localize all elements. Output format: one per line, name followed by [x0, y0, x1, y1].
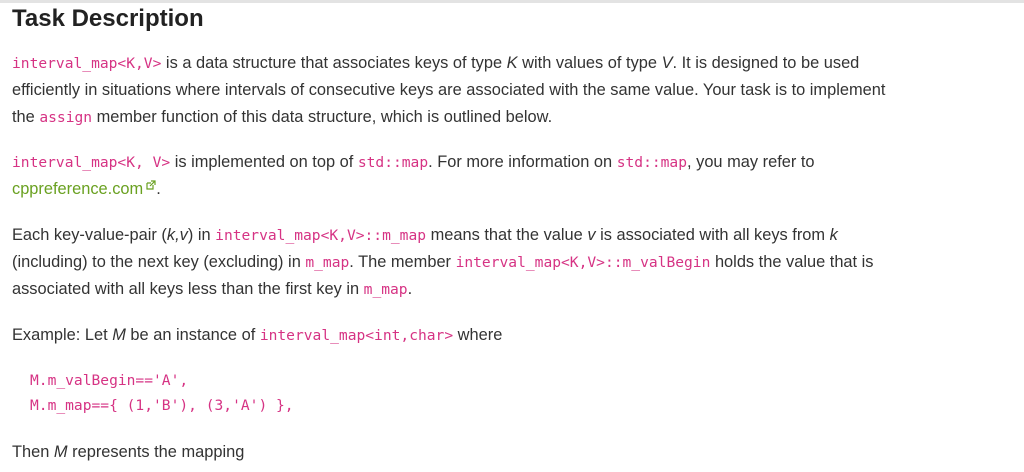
text: is associated with all keys from: [595, 226, 830, 244]
text: the: [12, 108, 40, 126]
text: .: [156, 180, 161, 198]
text: efficiently in situations where interval…: [12, 81, 886, 99]
paragraph-key-value: Each key-value-pair (k,v) in interval_ma…: [12, 222, 874, 303]
code-std-map: std::map: [357, 154, 429, 171]
text: . It is designed to be used: [672, 54, 860, 72]
code-line: M.m_map=={ (1,'B'), (3,'A') },: [30, 397, 294, 414]
task-description-section: Task Description interval_map<K,V> is a …: [12, 4, 1012, 461]
text: (including) to the next key (excluding) …: [12, 253, 306, 271]
cppreference-link[interactable]: cppreference.com: [12, 180, 156, 198]
text: represents the mapping: [67, 443, 245, 461]
type-v: V: [661, 54, 673, 72]
paragraph-std-map: interval_map<K, V> is implemented on top…: [12, 149, 815, 203]
v-italic: v: [587, 226, 596, 244]
code-m-map: m_map: [305, 254, 350, 271]
kv-italic: k,v: [166, 226, 188, 244]
code-instance-type: interval_map<int,char>: [259, 327, 454, 344]
text: ) in: [187, 226, 216, 244]
text: Example: Let: [12, 326, 113, 344]
example-code-block: M.m_valBegin=='A', M.m_map=={ (1,'B'), (3…: [30, 368, 294, 418]
external-link-icon: [146, 180, 156, 190]
paragraph-mapping: Then M represents the mapping: [12, 439, 244, 466]
top-divider: [0, 0, 1024, 3]
paragraph-intro: interval_map<K,V> is a data structure th…: [12, 50, 885, 131]
code-m-map-full: interval_map<K,V>::m_map: [215, 227, 427, 244]
text: means that the value: [426, 226, 588, 244]
code-std-map: std::map: [616, 154, 688, 171]
text: . The member: [349, 253, 456, 271]
code-line: M.m_valBegin=='A',: [30, 372, 189, 389]
paragraph-example: Example: Let M be an instance of interva…: [12, 322, 502, 349]
text: is a data structure that associates keys…: [161, 54, 507, 72]
text: Each key-value-pair (: [12, 226, 167, 244]
type-k: K: [506, 54, 518, 72]
page-title: Task Description: [12, 5, 204, 32]
code-interval-map: interval_map<K,V>: [12, 55, 162, 72]
text: with values of type: [517, 54, 662, 72]
m-italic: M: [53, 443, 68, 461]
text: associated with all keys less than the f…: [12, 280, 364, 298]
text: , you may refer to: [687, 153, 815, 171]
code-assign: assign: [39, 109, 93, 126]
code-m-valbegin: interval_map<K,V>::m_valBegin: [455, 254, 711, 271]
code-interval-map: interval_map<K, V>: [12, 154, 171, 171]
text: where: [453, 326, 503, 344]
text: Then: [12, 443, 54, 461]
m-italic: M: [112, 326, 126, 344]
code-m-map: m_map: [363, 281, 408, 298]
text: be an instance of: [125, 326, 260, 344]
text: is implemented on top of: [170, 153, 358, 171]
text: holds the value that is: [710, 253, 874, 271]
link-label: cppreference.com: [12, 180, 144, 198]
text: . For more information on: [428, 153, 617, 171]
text: .: [407, 280, 413, 298]
k-italic: k: [829, 226, 838, 244]
text: member function of this data structure, …: [92, 108, 553, 126]
